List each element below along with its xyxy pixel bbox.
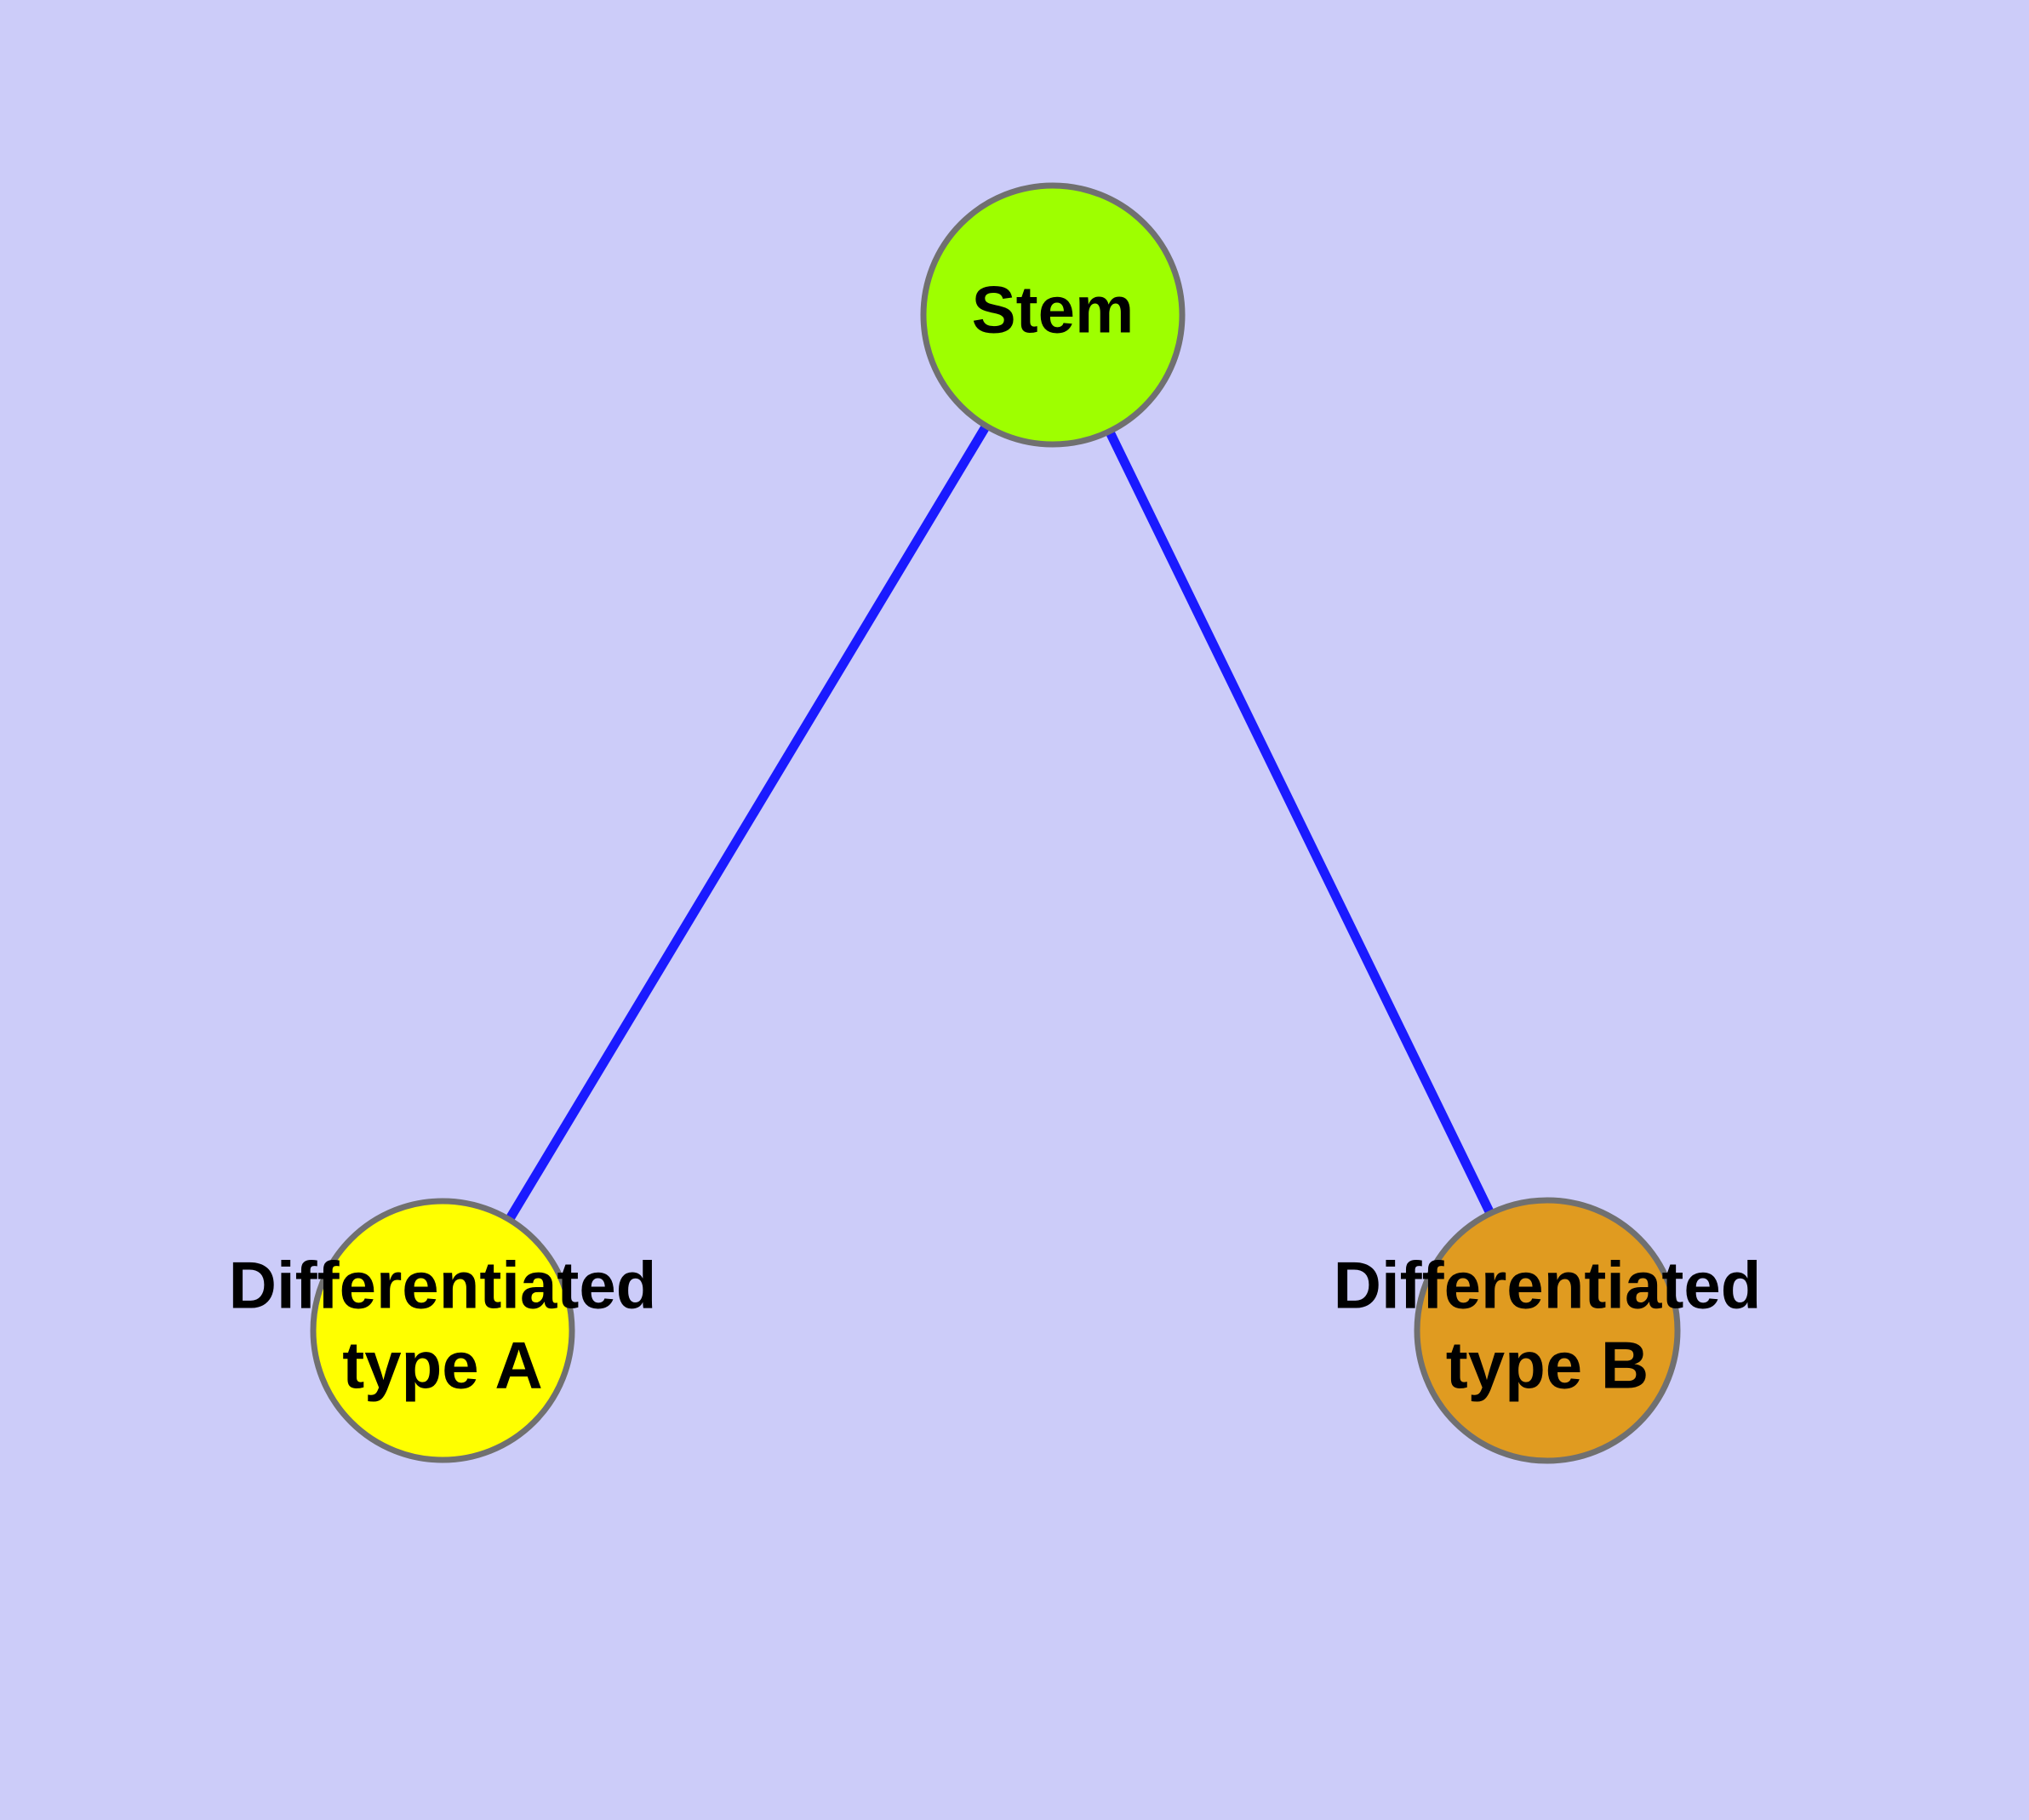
node-layer [310,182,1681,1464]
node-label-differentiated-type-a-line1: Differentiated [229,1248,657,1323]
edge-stem-to-differentiated-type-a[interactable] [438,312,1057,1333]
node-label-differentiated-type-b-line2: type B [1446,1328,1649,1403]
node-label-differentiated-type-b-line1: Differentiated [1334,1248,1762,1323]
edge-layer [438,312,1552,1333]
node-stem[interactable] [920,182,1186,448]
edge-stem-to-differentiated-type-b[interactable] [1049,312,1552,1333]
node-differentiated-type-b[interactable] [1414,1197,1681,1464]
node-differentiated-type-a[interactable] [310,1198,575,1463]
node-label-differentiated-type-a-line2: type A [342,1328,543,1403]
node-label-stem: Stem [972,272,1135,347]
label-layer: Stem Differentiated type A Differentiate… [229,272,1762,1403]
